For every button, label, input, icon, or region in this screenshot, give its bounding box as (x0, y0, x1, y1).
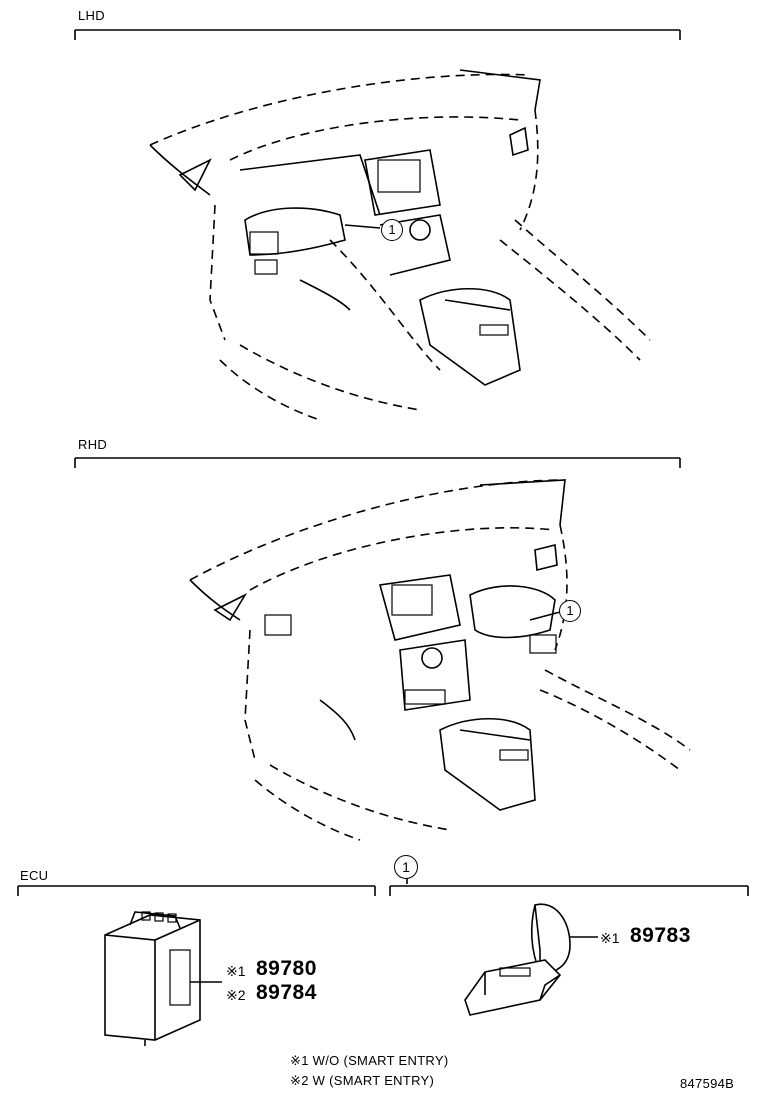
note-2-text: W (SMART ENTRY) (312, 1073, 435, 1088)
lhd-label: LHD (78, 8, 105, 23)
sensor-part-mark: ※1 (600, 930, 620, 946)
lhd-callout: 1 (381, 219, 403, 241)
rhd-dashboard-icon (189, 479, 691, 841)
note-1: ※1 W/O (SMART ENTRY) (290, 1053, 449, 1069)
part1-bracket (389, 878, 749, 896)
rhd-label: RHD (78, 437, 108, 452)
note-1-mark: ※1 (290, 1053, 309, 1068)
lhd-bracket (74, 29, 681, 40)
note-1-text: W/O (SMART ENTRY) (312, 1053, 449, 1068)
rhd-callout: 1 (559, 600, 581, 622)
note-2-mark: ※2 (290, 1073, 309, 1088)
rhd-bracket (74, 457, 681, 468)
sensor-part-number[interactable]: 89783 (630, 924, 691, 947)
part1-callout: 1 (394, 855, 418, 879)
sensor-bracket-icon (464, 903, 598, 1016)
ecu-part-a-mark: ※1 (226, 963, 246, 979)
note-2: ※2 W (SMART ENTRY) (290, 1073, 434, 1089)
ecu-part-b-mark: ※2 (226, 987, 246, 1003)
ecu-label: ECU (20, 868, 49, 883)
ecu-part-a-number[interactable]: 89780 (256, 957, 317, 980)
ecu-module-icon (104, 911, 222, 1046)
ecu-bracket (17, 885, 376, 896)
diagram-id: 847594B (680, 1076, 735, 1091)
ecu-part-b-number[interactable]: 89784 (256, 981, 317, 1004)
lhd-dashboard-icon (149, 69, 651, 421)
